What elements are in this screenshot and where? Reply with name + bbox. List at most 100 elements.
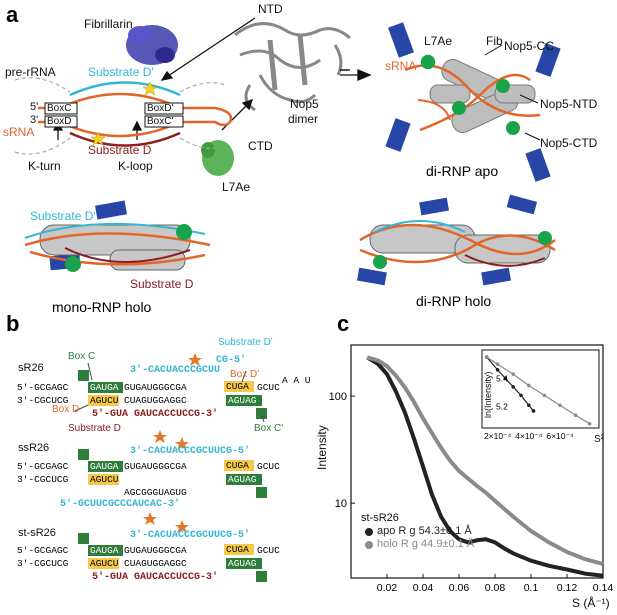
chart-ylabel: Intensity <box>315 425 329 470</box>
apo-l7ae-label: L7Ae <box>424 34 453 48</box>
mono-substrate-dprime-label: Substrate D' <box>30 209 96 223</box>
three-prime-label: 3' <box>30 114 39 126</box>
st-sr26-label: st-sR26 <box>18 527 56 539</box>
st-sr26-mid-top-seq: GUGAUGGGCGA <box>124 545 187 556</box>
sr26-mid-bottom-seq: CUAGUGGAGGC <box>124 395 187 406</box>
ssr26-bottom-left-seq: 3'-CGCUCG <box>17 474 69 485</box>
sr26-aguag-box: AGUAG <box>228 395 257 406</box>
inset-point-holo <box>587 421 592 426</box>
di-rnp-holo-title: di-RNP holo <box>416 293 492 309</box>
panel-label-a: a <box>6 2 19 27</box>
fibrillarin-label: Fibrillarin <box>84 17 133 31</box>
inset-point-holo <box>495 362 500 366</box>
inset-frame <box>481 349 600 429</box>
mono-substrate-d-label: Substrate D <box>130 277 194 291</box>
series-line-holo <box>366 355 604 566</box>
legend-holo: holo R g 44.9±0.1 Å <box>377 538 475 550</box>
inset-point-holo <box>527 383 531 388</box>
srna-strand <box>38 92 233 138</box>
panel-b-stars <box>143 353 202 533</box>
sr26-label: sR26 <box>18 362 44 374</box>
y-tick-label: 10 <box>335 498 347 510</box>
inset-x-tick-label: 6×10⁻⁴ <box>546 431 574 441</box>
ssr26-cyan-bottom-strand: 5'-GCUUCGCCCAUCAC-3' <box>60 499 181 510</box>
st-sr26-aguag-box: AGUAG <box>228 558 257 569</box>
inset-point-holo <box>558 403 562 408</box>
ssr26-mid-top-seq: GUGAUGGGCGA <box>124 461 187 472</box>
inset-point-apo <box>495 368 500 372</box>
panel-label-b: b <box>6 311 20 336</box>
sr26-cyan-strand: 3'-CACUACCCGCUU <box>130 365 221 376</box>
inset-point-holo <box>484 355 489 359</box>
sr26-right-top-seq: GCUC <box>257 382 280 393</box>
x-tick-label: 0.06 <box>449 582 470 594</box>
ctd-label: CTD <box>248 139 273 153</box>
y-tick-label: 100 <box>329 391 347 403</box>
kturn-label: K-turn <box>28 159 61 173</box>
boxd-label: BoxD <box>47 116 72 127</box>
inset-y-tick-label: 5.4 <box>496 373 508 383</box>
substrate-dprime-strand <box>69 81 181 97</box>
inset-point-apo <box>503 376 508 381</box>
apo-fib-label: Fib <box>486 34 503 48</box>
substrate-d-label: Substrate D <box>88 143 152 157</box>
panel-b-pointers <box>74 362 265 423</box>
x-tick-label: 0.12 <box>557 582 578 594</box>
nop5-dimer-structure <box>234 22 351 112</box>
legend-holo-marker <box>365 541 373 549</box>
st-sr26-gauga-box: GAUGA <box>90 545 119 556</box>
inset-point-apo <box>531 409 536 413</box>
mono-rnp-holo-title: mono-RNP holo <box>52 299 152 315</box>
di-rnp-apo-schematic <box>385 22 561 182</box>
five-prime-label: 5' <box>30 101 39 113</box>
legend-title: st-sR26 <box>361 512 399 524</box>
st-sr26-cuga-box: CUGA <box>226 544 249 555</box>
boxc-label: BoxC <box>47 103 72 114</box>
ssr26-cyan-top-strand: 3'-CACUACCCGCUUCG-5' <box>130 446 251 457</box>
dimer-label: dimer <box>288 112 319 126</box>
box-c-label: Box C <box>68 351 96 362</box>
apo-nop5cc-label: Nop5-CC <box>504 39 555 53</box>
x-tick-label: 0.1 <box>524 582 539 594</box>
apo-srna-label: sRNA <box>385 59 417 73</box>
ssr26-agucu-box: AGUCU <box>90 474 119 485</box>
ssr26-gauga-box: GAUGA <box>90 461 119 472</box>
l7ae-structure <box>201 140 234 176</box>
ssr26-mid-bottom-seq: AGCGGGUAGUG <box>124 487 187 498</box>
ssr26-top-left-seq: 5'-GCGAGC <box>17 461 69 472</box>
inset-point-holo <box>573 413 578 418</box>
sr26-substrate-d-label: Substrate D <box>68 423 121 434</box>
boxcprime-label: BoxC' <box>147 116 174 127</box>
sr26-substrate-dprime-label: Substrate D' <box>218 337 273 348</box>
panel-label-c: c <box>337 311 350 336</box>
series-line-apo <box>366 355 604 578</box>
x-tick-label: 0.04 <box>413 582 434 594</box>
nop5-label: Nop5 <box>290 97 319 111</box>
inset-x-tick-label: 2×10⁻⁴ <box>484 431 512 441</box>
sr26-agucu-box: AGUCU <box>90 395 119 406</box>
x-tick-label: 0.02 <box>377 582 398 594</box>
apo-nop5ctd-label: Nop5-CTD <box>540 136 598 150</box>
l7ae-label: L7Ae <box>222 180 251 194</box>
box-dprime-label: Box D' <box>230 369 260 380</box>
legend-apo-marker <box>365 528 373 536</box>
legend-apo: apo R g 54.3±0.1 Å <box>377 525 472 537</box>
st-sr26-cyan-strand: 3'-CACUACCCGCUUCG-5' <box>130 530 251 541</box>
inset-y-tick-label: 5.2 <box>496 402 508 412</box>
st-sr26-bottom-left-seq: 3'-CGCUCG <box>17 558 69 569</box>
inset-point-apo <box>519 393 523 398</box>
ntd-label: NTD <box>258 2 283 16</box>
inset-point-holo <box>511 372 515 376</box>
x-tick-label: 0.14 <box>593 582 614 594</box>
inset-point-holo <box>542 393 547 398</box>
kloop-label: K-loop <box>118 159 153 173</box>
inset-point-apo <box>527 403 531 408</box>
box-cprime-label: Box C' <box>254 423 284 434</box>
di-rnp-apo-title: di-RNP apo <box>426 163 499 179</box>
sr26-cuga-box: CUGA <box>226 381 249 392</box>
box-d-label: Box D <box>52 404 80 415</box>
